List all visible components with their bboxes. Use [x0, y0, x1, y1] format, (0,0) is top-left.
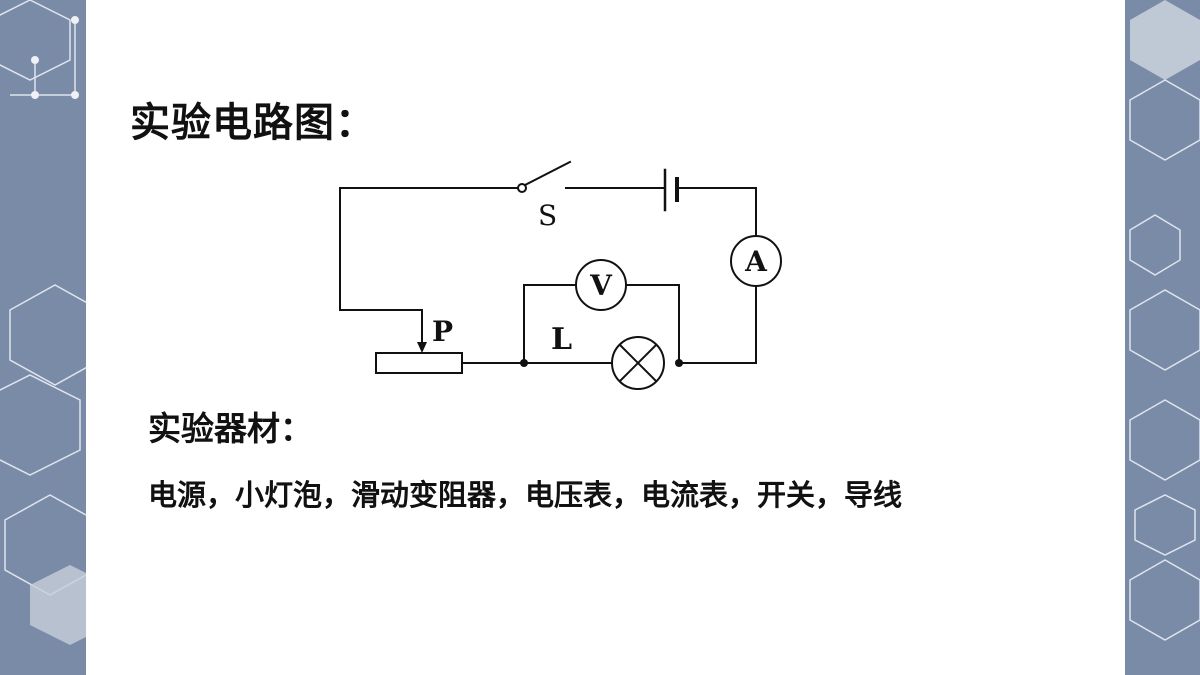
right-hexagon-decoration	[1129, 0, 1200, 641]
left-hexagon-decoration	[0, 0, 86, 645]
materials-heading: 实验器材：	[148, 409, 313, 448]
slider-label: P	[432, 315, 453, 348]
rheostat-body	[375, 352, 463, 374]
voltmeter-label: V	[589, 269, 613, 302]
switch-label: S	[538, 199, 557, 232]
junction-dot	[520, 359, 528, 367]
switch-blade	[523, 160, 572, 187]
slide-content: 实验电路图：	[86, 0, 1125, 675]
circuit-heading: 实验电路图：	[130, 100, 376, 146]
junction-dot	[675, 359, 683, 367]
lamp-label: L	[551, 322, 572, 357]
switch-pivot	[517, 183, 527, 193]
circuit-diagram: S A V L P	[339, 160, 782, 390]
ammeter-label: A	[744, 245, 768, 278]
slider-arrowhead	[417, 342, 427, 353]
materials-list: 电源，小灯泡，滑动变阻器，电压表，电流表，开关，导线	[148, 478, 903, 512]
